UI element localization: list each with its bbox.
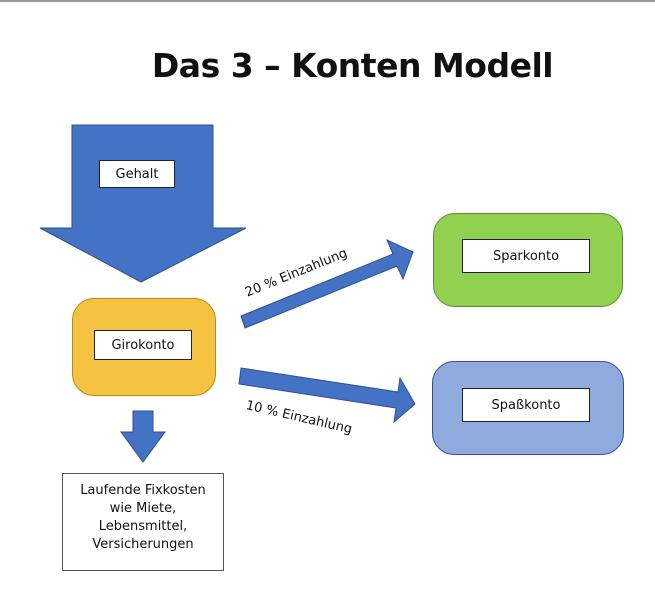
fixkosten-line-3: Lebensmittel, (98, 519, 188, 534)
fixkosten-arrow (120, 410, 166, 463)
diagram-title: Das 3 – Konten Modell (151, 46, 554, 85)
gehalt-arrow (39, 124, 247, 283)
spasskonto-arrow (238, 367, 416, 424)
spasskonto-label: Spaßkonto (462, 388, 590, 422)
sparkonto-arrow (240, 239, 414, 329)
fixkosten-line-1: Laufende Fixkosten (80, 483, 206, 498)
gehalt-label: Gehalt (99, 160, 175, 188)
girokonto-label: Girokonto (94, 330, 192, 360)
sparkonto-label: Sparkonto (462, 239, 590, 273)
fixkosten-box: Laufende Fixkosten wie Miete, Lebensmitt… (62, 473, 224, 571)
fixkosten-line-4: Versicherungen (92, 537, 194, 552)
fixkosten-line-2: wie Miete, (109, 501, 177, 516)
top-border (0, 0, 655, 2)
